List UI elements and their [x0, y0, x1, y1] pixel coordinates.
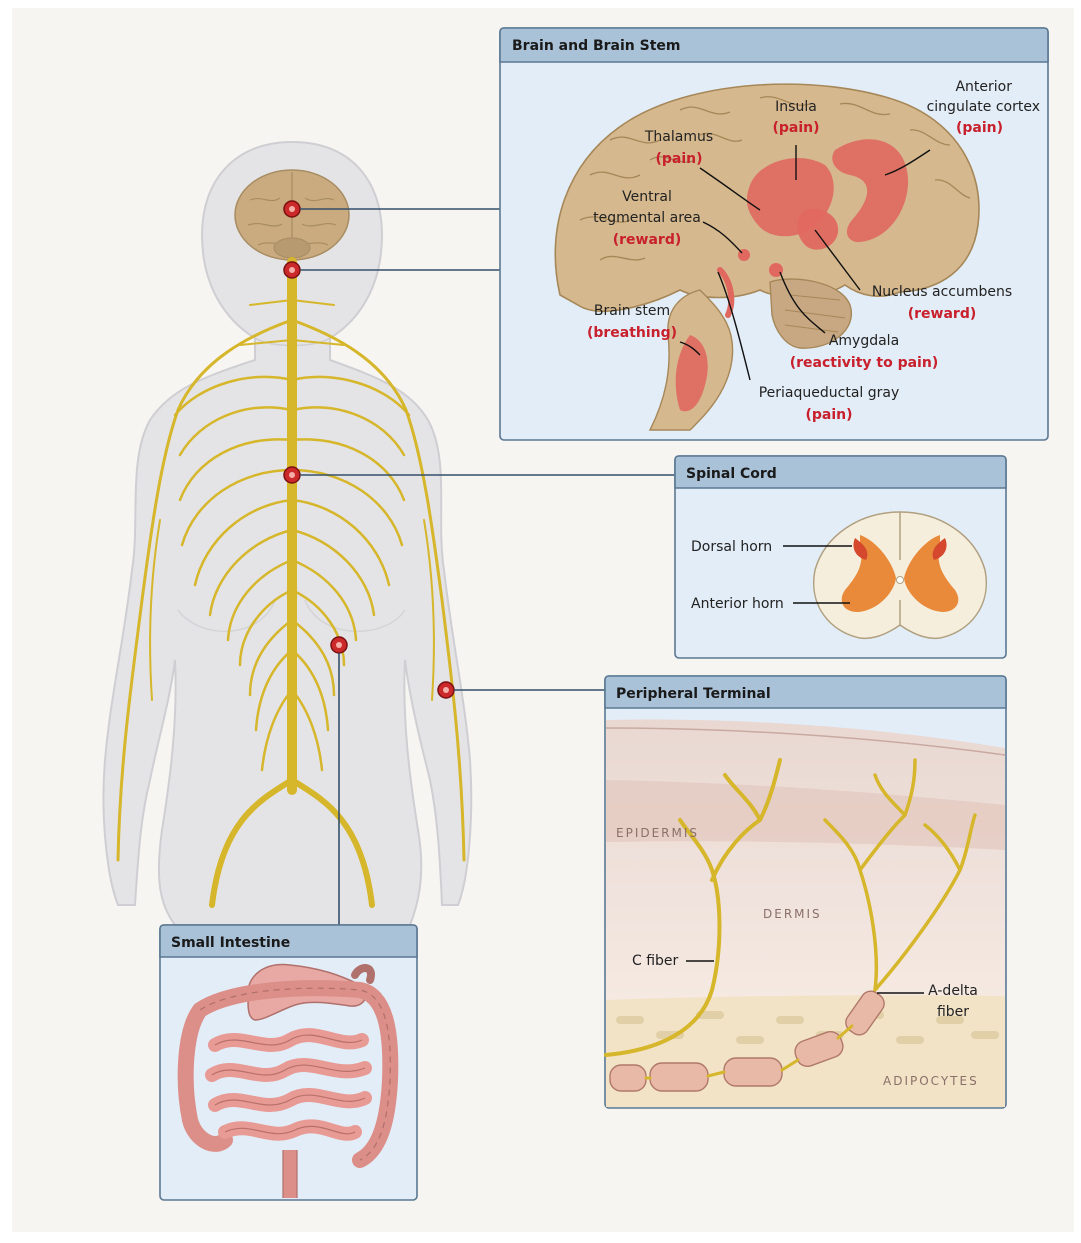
label-dermis: DERMIS: [763, 907, 822, 921]
label-nacc: Nucleus accumbens: [872, 284, 1012, 300]
label-anterior-horn: Anterior horn: [691, 596, 784, 612]
fn-amygdala: (reactivity to pain): [790, 355, 938, 371]
marker-intestine[interactable]: [331, 637, 347, 653]
label-amygdala: Amygdala: [829, 333, 899, 349]
panel-brain-title: Brain and Brain Stem: [512, 38, 681, 54]
label-vta-2: tegmental area: [593, 210, 701, 226]
panel-peripheral-title: Peripheral Terminal: [616, 686, 771, 702]
fn-pag: (pain): [805, 407, 852, 423]
fn-vta: (reward): [613, 232, 682, 248]
marker-peripheral[interactable]: [438, 682, 454, 698]
marker-spinal[interactable]: [284, 467, 300, 483]
panel-peripheral: Peripheral Terminal EPIDERMIS DERMIS ADI…: [605, 676, 1006, 1108]
fn-nacc: (reward): [908, 306, 977, 322]
label-adelta-2: fiber: [937, 1004, 969, 1020]
marker-brainstem[interactable]: [284, 262, 300, 278]
panel-brain: Brain and Brain Stem In: [500, 28, 1048, 440]
panel-intestine: Small Intestine: [160, 925, 417, 1200]
panel-spinal-title: Spinal Cord: [686, 466, 777, 482]
fn-brainstem: (breathing): [587, 325, 677, 341]
label-pag: Periaqueductal gray: [759, 385, 900, 401]
fn-insula: (pain): [772, 120, 819, 136]
label-brainstem: Brain stem: [594, 303, 670, 319]
label-acc-2: cingulate cortex: [927, 99, 1040, 115]
panel-spinal: Spinal Cord Dorsal horn Anterior horn: [675, 456, 1006, 658]
fn-acc: (pain): [956, 120, 1003, 136]
label-adelta-1: A-delta: [928, 983, 978, 999]
label-vta-1: Ventral: [622, 189, 672, 205]
label-dorsal-horn: Dorsal horn: [691, 539, 772, 555]
label-acc-1: Anterior: [955, 79, 1012, 95]
label-c-fiber: C fiber: [632, 953, 679, 969]
label-insula: Insula: [775, 99, 817, 115]
label-adipocytes: ADIPOCYTES: [883, 1074, 979, 1088]
label-epidermis: EPIDERMIS: [616, 826, 699, 840]
marker-brain[interactable]: [284, 201, 300, 217]
fn-thalamus: (pain): [655, 151, 702, 167]
label-thalamus: Thalamus: [644, 129, 713, 145]
panel-intestine-title: Small Intestine: [171, 935, 290, 951]
